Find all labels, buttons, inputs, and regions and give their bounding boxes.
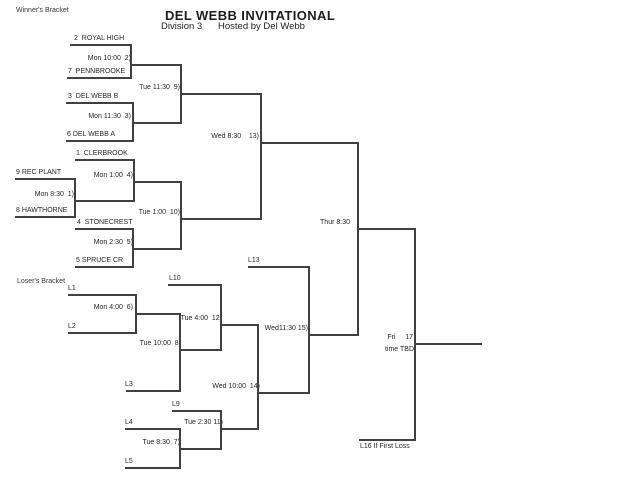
- game-label-11: Tue 2:30 11): [184, 419, 223, 426]
- line-champion: [414, 343, 482, 345]
- line-stonecrest: [75, 228, 134, 230]
- game-label-17-time: time TBD: [384, 346, 414, 353]
- vline-game7: [179, 428, 181, 469]
- line-hawthorne: [15, 216, 76, 218]
- game-label-9: Tue 11:30 9): [139, 84, 180, 91]
- line-game15-winner: [308, 334, 359, 336]
- game-label-10: Tue 1:00 10): [138, 209, 180, 216]
- line-game6-winner: [135, 313, 181, 315]
- team-slot-del-webb-a: 6 DEL WEBB A: [67, 131, 115, 138]
- line-l10: [168, 284, 222, 286]
- line-rec-plant: [15, 178, 76, 180]
- team-slot-royal-high: 2 ROYAL HIGH: [74, 35, 125, 42]
- loser-slot-l16-note: L16 If First Loss: [360, 443, 410, 450]
- vline-game4: [133, 159, 135, 202]
- vline-game11: [220, 410, 222, 450]
- line-l5: [125, 467, 181, 469]
- line-del-webb-a: [66, 140, 134, 142]
- line-game11-winner: [220, 428, 259, 430]
- line-game2-winner: [130, 64, 182, 66]
- line-game16-winner: [357, 228, 416, 230]
- loser-slot-l1: L1: [68, 285, 76, 292]
- line-l4: [125, 428, 181, 430]
- vline-game3: [132, 102, 134, 142]
- losers-bracket-label: Loser's Bracket: [17, 278, 66, 285]
- game-label-4: Mon 1:00 4): [93, 172, 133, 179]
- vline-game10: [180, 181, 182, 250]
- line-clerbrook: [75, 159, 135, 161]
- team-slot-hawthorne: 8 HAWTHORNE: [16, 207, 68, 214]
- team-slot-del-webb-b: 3 DEL WEBB B: [68, 93, 119, 100]
- line-game3-winner: [132, 122, 182, 124]
- team-slot-spruce-cr: 5 SPRUCE CR: [76, 257, 124, 264]
- game-label-15: Wed11:30 15): [264, 325, 308, 332]
- vline-game15: [308, 266, 310, 394]
- game-label-5: Mon 2:30 5): [93, 239, 133, 246]
- loser-slot-l10: L10: [169, 275, 181, 282]
- vline-game16: [357, 142, 359, 336]
- vline-game9: [180, 64, 182, 124]
- page-subtitle: Division 3 Hosted by Del Webb: [161, 21, 305, 32]
- game-label-6: Mon 4:00 6): [93, 304, 133, 311]
- game-label-13: Wed 8:30 13): [211, 133, 259, 140]
- vline-game6: [135, 294, 137, 334]
- line-royal-high: [70, 44, 132, 46]
- loser-slot-l3: L3: [125, 381, 133, 388]
- line-game13-winner: [260, 142, 359, 144]
- loser-slot-l2: L2: [68, 323, 76, 330]
- line-game8-winner: [179, 349, 222, 351]
- line-l1: [68, 294, 137, 296]
- team-slot-clerbrook: 1 CLERBROOK: [76, 150, 128, 157]
- vline-final: [414, 228, 416, 441]
- line-l9: [172, 410, 222, 412]
- line-game1-winner: [74, 200, 135, 202]
- vline-game5: [132, 228, 134, 268]
- game-label-7: Tue 8:30 7): [142, 439, 181, 446]
- team-slot-pennbrooke: 7 PENNBROOKE: [68, 68, 126, 75]
- line-game7-winner: [179, 448, 222, 450]
- game-label-12: Tue 4:00 12): [180, 315, 222, 322]
- line-pennbrooke: [67, 77, 132, 79]
- game-label-2: Mon 10:00 2): [87, 55, 131, 62]
- game-label-1: Mon 8:30 1): [34, 191, 74, 198]
- vline-game8: [179, 313, 181, 392]
- line-l16: [359, 439, 416, 441]
- vline-game1: [74, 178, 76, 218]
- line-game9-winner: [180, 93, 262, 95]
- game-label-8: Tue 10:00 8): [139, 340, 181, 347]
- game-label-3: Mon 11:30 3): [88, 113, 131, 120]
- vline-game13: [260, 93, 262, 220]
- vline-game2: [130, 44, 132, 79]
- page-title: DEL WEBB INVITATIONAL: [165, 8, 336, 23]
- line-game14-winner: [257, 392, 310, 394]
- line-l2: [68, 332, 137, 334]
- team-slot-stonecrest: 4 STONECREST: [77, 219, 133, 226]
- line-l3: [126, 390, 181, 392]
- line-game10-winner: [180, 218, 262, 220]
- line-game4-winner: [133, 181, 182, 183]
- team-slot-rec-plant: 9 REC PLANT: [16, 169, 62, 176]
- line-game12-winner: [220, 324, 259, 326]
- winners-bracket-label: Winner's Bracket: [16, 7, 69, 14]
- loser-slot-l13: L13: [248, 257, 260, 264]
- vline-game14: [257, 324, 259, 430]
- line-game5-winner: [132, 248, 182, 250]
- loser-slot-l9: L9: [172, 401, 180, 408]
- game-label-14: Wed 10:00 14): [212, 383, 260, 390]
- loser-slot-l4: L4: [125, 419, 133, 426]
- line-del-webb-b: [66, 102, 134, 104]
- game-label-17-day: Fri 17: [387, 334, 413, 341]
- loser-slot-l5: L5: [125, 458, 133, 465]
- vline-game12: [220, 284, 222, 351]
- line-spruce-cr: [75, 266, 134, 268]
- line-l13: [248, 266, 310, 268]
- game-label-16: Thur 8:30: [320, 219, 350, 226]
